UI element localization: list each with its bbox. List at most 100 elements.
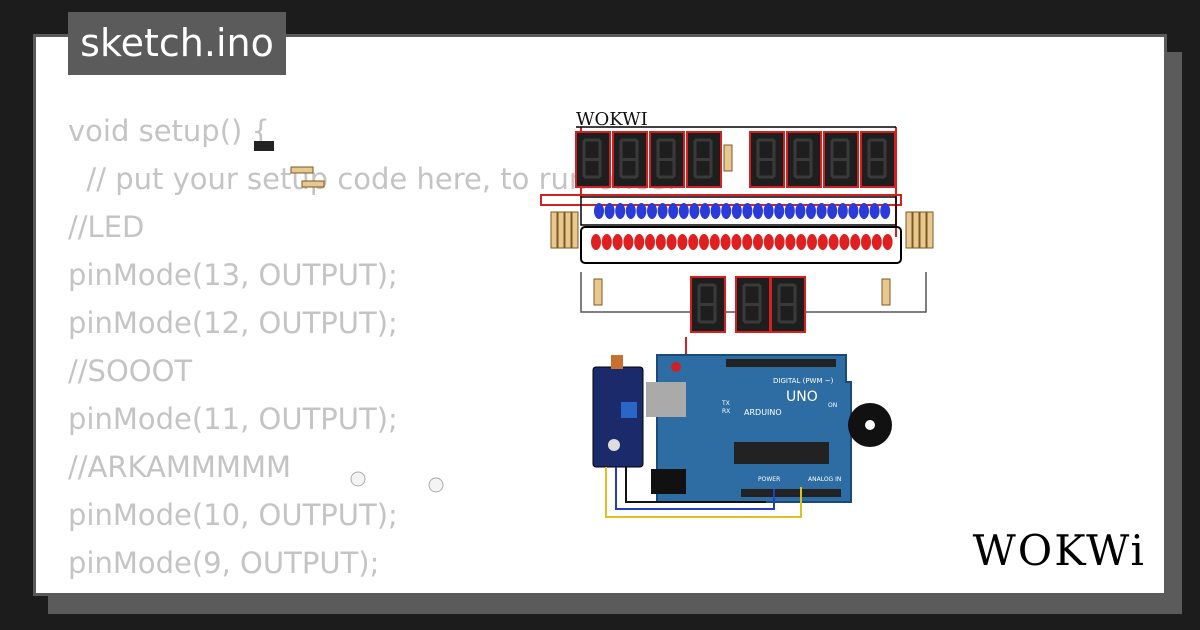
resistor [564, 211, 572, 249]
red-led [720, 234, 731, 250]
seven-segment-display-segments [756, 138, 776, 179]
code-line: pinMode(11, OUTPUT); [68, 402, 398, 436]
blue-led [742, 203, 753, 219]
usb-port [646, 382, 686, 417]
red-led [677, 234, 688, 250]
tx-label: TX [721, 400, 730, 407]
circuit-wokwi-label: WOKWI [576, 109, 648, 130]
seven-segment-display-segments [697, 283, 717, 324]
code-line: //ARKAMMMMM [68, 450, 291, 484]
analog-header [741, 489, 841, 497]
resistor [593, 278, 603, 306]
red-led [634, 234, 645, 250]
resistor [912, 211, 920, 249]
blue-led [594, 203, 604, 219]
power-jack [651, 469, 686, 494]
led-row-frame [580, 196, 897, 226]
buzzer-hole [865, 420, 875, 430]
analog-label: ANALOG IN [808, 476, 841, 483]
blue-led [859, 203, 869, 219]
red-led [731, 234, 742, 250]
blue-led [869, 203, 880, 219]
red-led [623, 234, 634, 250]
led-row-frame [580, 226, 902, 264]
blue-led [604, 203, 615, 219]
board-brand: ARDUINO [744, 408, 782, 417]
seven-segment-display-segments [619, 138, 639, 179]
blue-led [615, 203, 626, 219]
red-led [828, 234, 839, 250]
blue-led [657, 203, 668, 219]
red-led [882, 234, 893, 250]
wire [605, 467, 802, 518]
wire [615, 467, 775, 510]
wokwi-logo: WOKWi [972, 526, 1146, 575]
rx-label: RX [722, 408, 730, 415]
seven-segment-display-segments [867, 138, 887, 179]
code-line: pinMode(10, OUTPUT); [68, 498, 398, 532]
resistor [301, 180, 325, 188]
red-led [688, 234, 699, 250]
seven-segment-display-segments [656, 138, 676, 179]
blue-led [753, 203, 763, 219]
circuit-diagram: WOKWI DIGITAL (PWM ~)UNOARDUINOONTXRXPOW… [254, 109, 934, 518]
seven-segment-display-segments [777, 283, 797, 324]
red-led [796, 234, 807, 250]
resistor [290, 166, 314, 174]
resistor [905, 211, 913, 249]
red-led [742, 234, 753, 250]
project-card[interactable]: void setup() { // put your setup code he… [33, 34, 1167, 596]
blue-led [880, 203, 891, 219]
blue-led [721, 203, 732, 219]
blue-led [816, 203, 827, 219]
blue-led [837, 203, 848, 219]
seven-segment-display-segments [742, 283, 762, 324]
blue-led [806, 203, 816, 219]
blue-led [636, 203, 647, 219]
sensor-photoresistor [611, 355, 623, 369]
red-led [699, 234, 709, 250]
resistor [723, 144, 733, 172]
seven-segment-display-segments [582, 138, 602, 179]
red-led [612, 234, 623, 250]
red-led [785, 234, 796, 250]
red-led [774, 234, 785, 250]
blue-led [625, 203, 636, 219]
red-led [817, 234, 828, 250]
file-tab[interactable]: sketch.ino [68, 12, 286, 75]
red-led [871, 234, 882, 250]
resistor [919, 211, 927, 249]
blue-led [678, 203, 689, 219]
rgb-led [350, 471, 366, 487]
code-line: pinMode(9, OUTPUT); [68, 546, 380, 580]
blue-led [827, 203, 838, 219]
red-led [601, 234, 612, 250]
blue-led [763, 203, 774, 219]
seven-segment-display-segments [793, 138, 813, 179]
seven-segment-display-segments [693, 138, 713, 179]
code-line: // put your setup code here, to run once… [68, 162, 677, 196]
atmega-chip [734, 442, 829, 464]
blue-led [689, 203, 700, 219]
rgb-led [428, 477, 444, 493]
red-led [839, 234, 850, 250]
resistor [571, 211, 579, 249]
code-line: //SOOOT [68, 354, 193, 388]
resistor [557, 211, 565, 249]
code-line: pinMode(13, OUTPUT); [68, 258, 398, 292]
blue-led [774, 203, 785, 219]
code-preview: void setup() { // put your setup code he… [68, 107, 677, 593]
resistor [881, 278, 891, 306]
blue-led [795, 203, 806, 219]
digital-label: DIGITAL (PWM ~) [773, 377, 834, 385]
power-label: POWER [758, 476, 780, 483]
red-led [709, 234, 720, 250]
red-led [861, 234, 871, 250]
blue-led [731, 203, 742, 219]
blue-led [848, 203, 859, 219]
red-led [763, 234, 774, 250]
blue-led [668, 203, 679, 219]
resistor [926, 211, 934, 249]
red-led [753, 234, 763, 250]
red-led [591, 234, 601, 250]
